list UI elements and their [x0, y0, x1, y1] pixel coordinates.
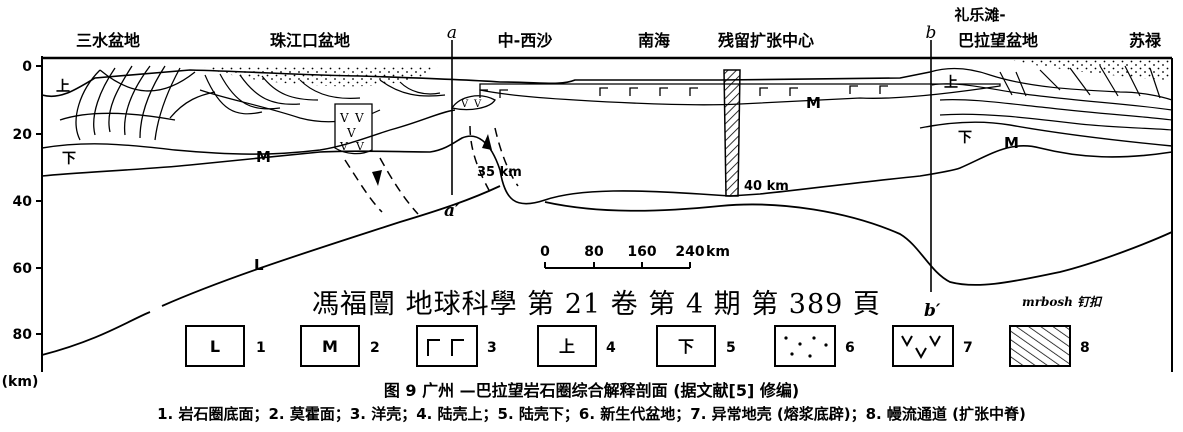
upwelling-arrow-center [482, 134, 492, 150]
scale-tick-80: 80 [584, 244, 604, 260]
legend-item-5: 下 5 [656, 325, 736, 367]
svg-text:V: V [346, 126, 356, 140]
label-moho-right: M [1004, 134, 1019, 152]
depth-axis: 0 20 40 60 80 (km) [2, 56, 43, 390]
label-upper-crust-right: 上 [944, 75, 958, 91]
svg-text:V: V [339, 111, 349, 125]
section-mark-b: b [926, 23, 937, 43]
upwelling-channel-left [344, 157, 419, 215]
lithosphere-base-line [41, 185, 501, 356]
label-moho-center: M [806, 94, 821, 112]
legend-number-5: 5 [726, 340, 736, 356]
section-mark-a-prime: a′ [444, 201, 460, 221]
moho-line [41, 135, 1173, 205]
depth-tick-40: 40 [13, 194, 33, 210]
v-pattern-icon [901, 335, 941, 360]
sanshui-basin-strata [59, 65, 216, 141]
svg-text:V: V [355, 140, 365, 153]
depth-tick-20: 20 [13, 127, 33, 143]
scale-tick-160: 160 [627, 244, 656, 260]
svg-text:V: V [473, 99, 482, 110]
lithosphere-base-line-right [544, 201, 1173, 286]
figure-caption: 图 9 广州 —巴拉望岩石圈综合解释剖面 (据文献[5] 修编) [383, 381, 800, 400]
region-label-lile-line2: 巴拉望盆地 [958, 31, 1038, 50]
palawan-basin-fill [1010, 60, 1170, 80]
region-label-nanhai: 南海 [638, 31, 670, 50]
upwelling-arrow-left [372, 170, 382, 186]
palawan-basin-strata [929, 65, 1173, 131]
region-label-zhong-xisha: 中-西沙 [498, 31, 553, 50]
oceanic-crust-layer [479, 83, 1001, 106]
region-label-sulu: 苏禄 [1129, 31, 1162, 50]
credit-text: mrbosh 钉扣 [1022, 295, 1102, 309]
legend-number-1: 1 [256, 340, 266, 356]
label-moho-left: M [256, 148, 271, 166]
svg-text:V: V [460, 99, 469, 110]
label-depth-35km: 35 km [477, 165, 522, 180]
section-frame [42, 56, 1173, 372]
legend-item-3: 3 [416, 325, 497, 367]
legend-symbol-upper-crust: 上 [559, 337, 575, 356]
legend-description: 1. 岩石圈底面；2. 莫霍面；3. 洋壳；4. 陆壳上；5. 陆壳下；6. 新… [157, 405, 1026, 423]
region-label-lile-line1: 礼乐滩- [954, 6, 1005, 24]
oceanic-crust-icon [427, 339, 464, 356]
svg-text:V: V [354, 111, 364, 125]
scale-tick-0: 0 [540, 244, 550, 260]
watermark-text: 馮福闓 地球科學 第 21 卷 第 4 期 第 389 頁 [312, 289, 881, 320]
pearl-river-basin-fill [200, 66, 440, 87]
mantle-flow-channel [723, 69, 741, 197]
legend-item-1: L 1 [185, 325, 266, 367]
legend-number-8: 8 [1080, 340, 1090, 356]
depth-tick-0: 0 [22, 59, 32, 75]
region-label-sanshui: 三水盆地 [76, 31, 140, 50]
scale-unit: km [706, 244, 730, 260]
legend-item-2: M 2 [300, 325, 380, 367]
legend-number-6: 6 [845, 340, 855, 356]
label-upper-crust-left: 上 [56, 79, 70, 95]
legend: L 1 M 2 3 上 4 下 5 6 [185, 325, 1090, 367]
region-label-pearl-river-mouth: 珠江口盆地 [270, 31, 350, 50]
label-lithosphere-base: L [254, 256, 264, 274]
legend-item-6: 6 [774, 325, 855, 367]
depth-axis-unit: (km) [2, 374, 39, 390]
legend-number-4: 4 [606, 340, 616, 356]
svg-text:V: V [339, 140, 349, 153]
region-label-spreading-center: 残留扩张中心 [718, 31, 814, 50]
dots-icon [784, 336, 828, 358]
scale-bar: 0 80 160 240 km [540, 244, 730, 269]
section-mark-b-prime: b′ [924, 301, 941, 321]
legend-number-2: 2 [370, 340, 380, 356]
legend-number-7: 7 [963, 340, 973, 356]
legend-symbol-lower-crust: 下 [678, 337, 694, 356]
label-depth-40km: 40 km [744, 179, 789, 194]
legend-number-3: 3 [487, 340, 497, 356]
legend-symbol-lithosphere: L [210, 337, 220, 356]
scale-tick-240: 240 [675, 244, 704, 260]
legend-item-4: 上 4 [537, 325, 616, 367]
legend-item-7: 7 [892, 325, 973, 367]
oceanic-crust-marks [479, 85, 888, 98]
depth-tick-60: 60 [13, 261, 33, 277]
legend-item-8: 8 [1009, 325, 1090, 367]
upper-lower-crust-boundary [41, 109, 1173, 155]
upwelling-channel-center [469, 125, 519, 193]
depth-tick-80: 80 [13, 327, 33, 343]
section-mark-a: a [447, 23, 457, 43]
legend-symbol-moho: M [322, 337, 338, 356]
label-lower-crust-left: 下 [62, 151, 76, 167]
label-lower-crust-right: 下 [958, 130, 972, 146]
sea-floor-line [41, 69, 931, 97]
